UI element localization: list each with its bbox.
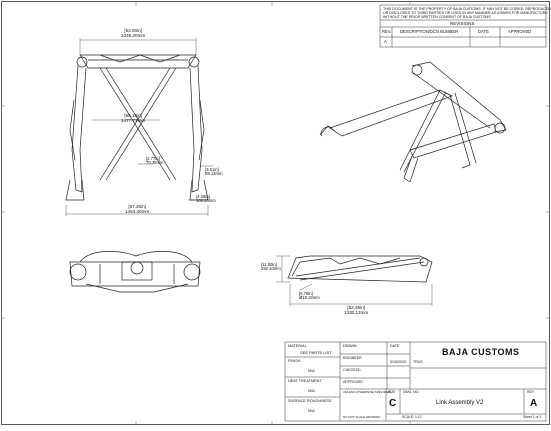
dim-inner-right: [3.51in] 89.13mm (205, 167, 223, 177)
dim-side-height: [11.50in] 292.10mm (261, 262, 281, 272)
rev-value: A (530, 398, 538, 409)
engineer-date: 5/10/2020 (390, 360, 406, 364)
roughness-label: SURFACE ROUGHNESS (288, 399, 332, 403)
notice-line-3: WITHOUT THE PRIOR WRITTEN CONSENT OF BAJ… (383, 15, 491, 20)
isometric-view (319, 61, 507, 183)
scale-label: SCALE: 1:12 (402, 415, 422, 419)
sheet-label: Sheet 1 of 1 (523, 415, 542, 419)
dwg-no-value: Link Assembly V2 (436, 400, 484, 406)
heat-treatment-value: N/A (308, 388, 315, 393)
rev-header-rev: REV. (382, 29, 392, 34)
size-label: SIZE (388, 390, 396, 394)
company-name: BAJA CUSTOMS (442, 347, 520, 357)
title-block (284, 341, 547, 422)
notice-line-1: THIS DOCUMENT IS THE PROPERTY OF BAJA CU… (383, 7, 551, 11)
rev-header-approved: APPROVED (508, 29, 532, 34)
rev-header-date: DATE (478, 29, 489, 34)
front-dimensions (65, 38, 213, 216)
scale-note: DO NOT SCALE DRAWING (343, 415, 381, 419)
rev-label: REV (527, 390, 534, 394)
dim-foot: [4.26in] 108.20mm (196, 194, 216, 204)
dim-top-width: [53.00in] 1346.20mm (121, 28, 146, 38)
checked-label: CHECKED (343, 368, 361, 372)
plan-view (69, 251, 201, 293)
front-view (65, 54, 209, 201)
size-value: C (389, 398, 397, 409)
ownership-notice: THIS DOCUMENT IS THE PROPERTY OF BAJA CU… (383, 7, 551, 20)
drawn-date-label: DATE (390, 344, 400, 348)
dim-tube-diameter: [0.76in] Ø19.18mm (299, 291, 320, 301)
side-view (287, 255, 433, 283)
approved-label: APPROVED (343, 380, 363, 384)
revision-block (379, 4, 547, 48)
material-label: MATERIAL (288, 344, 307, 348)
roughness-value: N/A (308, 408, 315, 413)
engineer-label: ENGINEER (343, 356, 362, 360)
dim-inner-left: [2.77in] 70.36mm (146, 156, 164, 166)
drawn-label: DRAWN (343, 344, 357, 348)
tolerance-note: UNLESS OTHERWISE SPECIFIED (343, 390, 391, 394)
heat-treatment-label: HEAT TREATMENT (288, 379, 322, 383)
rev-header-description: DESCRIPTION/DCN NUMBER (400, 29, 459, 34)
finish-label: FINISH (288, 359, 301, 363)
rev-row-rev: A (384, 39, 387, 44)
dim-side-length: [52.36in] 1330.13mm (344, 305, 369, 315)
dim-diagonal: [58.18in] 1477.77mm (121, 113, 146, 123)
notice-line-2: OR DISCLOSED TO THIRD PARTIES OR USED IN… (383, 11, 548, 16)
finish-value: N/A (308, 368, 315, 373)
dim-bottom-width: [57.26in] 1454.40mm (125, 204, 150, 214)
material-value: SEE PARTS LIST (300, 350, 332, 355)
engineer-name: TRUS (413, 360, 423, 364)
side-dimensions (276, 255, 433, 306)
revisions-title: REVISIONS (450, 21, 475, 26)
dwg-no-label: DWG. NO. (403, 390, 420, 394)
